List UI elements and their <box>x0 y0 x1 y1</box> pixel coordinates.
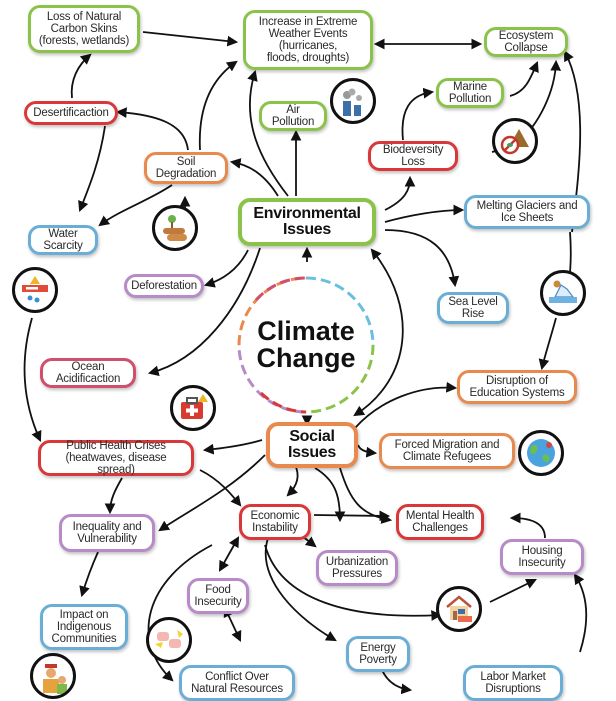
node-inequality[interactable]: Inequality and Vulnerability <box>59 514 155 552</box>
tree-stump-logs-icon <box>152 205 198 251</box>
node-ocean-acidification[interactable]: Ocean Acidificaction <box>40 358 136 388</box>
node-biodiversity-loss[interactable]: Biodeversity Loss <box>368 141 458 171</box>
node-melting-glaciers[interactable]: Melting Glaciers and Ice Sheets <box>464 195 590 229</box>
node-water-scarcity[interactable]: Water Scarcity <box>28 225 98 255</box>
no-fishing-hazard-icon <box>492 118 538 164</box>
node-extreme-weather[interactable]: Increase in Extreme Weather Events (hurr… <box>243 10 373 70</box>
house-rent-icon <box>436 586 482 632</box>
node-ecosystem-collapse[interactable]: Ecosystem Collapse <box>484 27 568 57</box>
environmental-issues-hub[interactable]: Environmental Issues <box>238 198 376 246</box>
node-conflict[interactable]: Conflict Over Natural Resources <box>179 665 295 701</box>
node-education-disruption[interactable]: Disruption of Education Systems <box>457 370 577 404</box>
water-leak-warning-icon <box>12 267 58 313</box>
node-public-health[interactable]: Public Health Crises (heatwaves, disease… <box>38 440 194 476</box>
node-economic-instability[interactable]: Economic Instability <box>239 504 311 540</box>
node-loss-carbon-sinks[interactable]: Loss of Natural Carbon Skins (forests, w… <box>28 5 140 53</box>
indigenous-people-icon <box>30 653 76 699</box>
node-urbanization[interactable]: Urbanization Pressures <box>316 550 398 586</box>
node-air-pollution[interactable]: Air Pollution <box>259 101 327 131</box>
fist-bump-conflict-icon <box>146 617 192 663</box>
node-soil-degradation[interactable]: Soil Degradation <box>144 152 228 184</box>
node-sea-level-rise[interactable]: Sea Level Rise <box>437 292 509 324</box>
node-energy-poverty[interactable]: Energy Poverty <box>346 636 410 672</box>
globe-migration-icon <box>518 430 564 476</box>
node-deforestation[interactable]: Deforestation <box>124 274 204 298</box>
node-indigenous[interactable]: Impact on Indigenous Communities <box>40 604 128 650</box>
climate-change-center: Climate Change <box>256 316 356 373</box>
node-housing-insecurity[interactable]: Housing Insecurity <box>500 539 584 575</box>
social-issues-hub[interactable]: Social Issues <box>266 422 358 468</box>
node-desertification[interactable]: Desertificaction <box>24 101 118 125</box>
iceberg-icon <box>540 270 586 316</box>
center-circle-ring <box>237 276 375 414</box>
node-mental-health[interactable]: Mental Health Challenges <box>396 504 484 540</box>
node-food-insecurity[interactable]: Food Insecurity <box>187 578 249 614</box>
node-marine-pollution[interactable]: Marine Pollution <box>436 78 504 108</box>
node-forced-migration[interactable]: Forced Migration and Climate Refugees <box>379 433 515 469</box>
factory-smoke-icon <box>330 78 376 124</box>
first-aid-kit-warning-icon <box>170 385 216 431</box>
